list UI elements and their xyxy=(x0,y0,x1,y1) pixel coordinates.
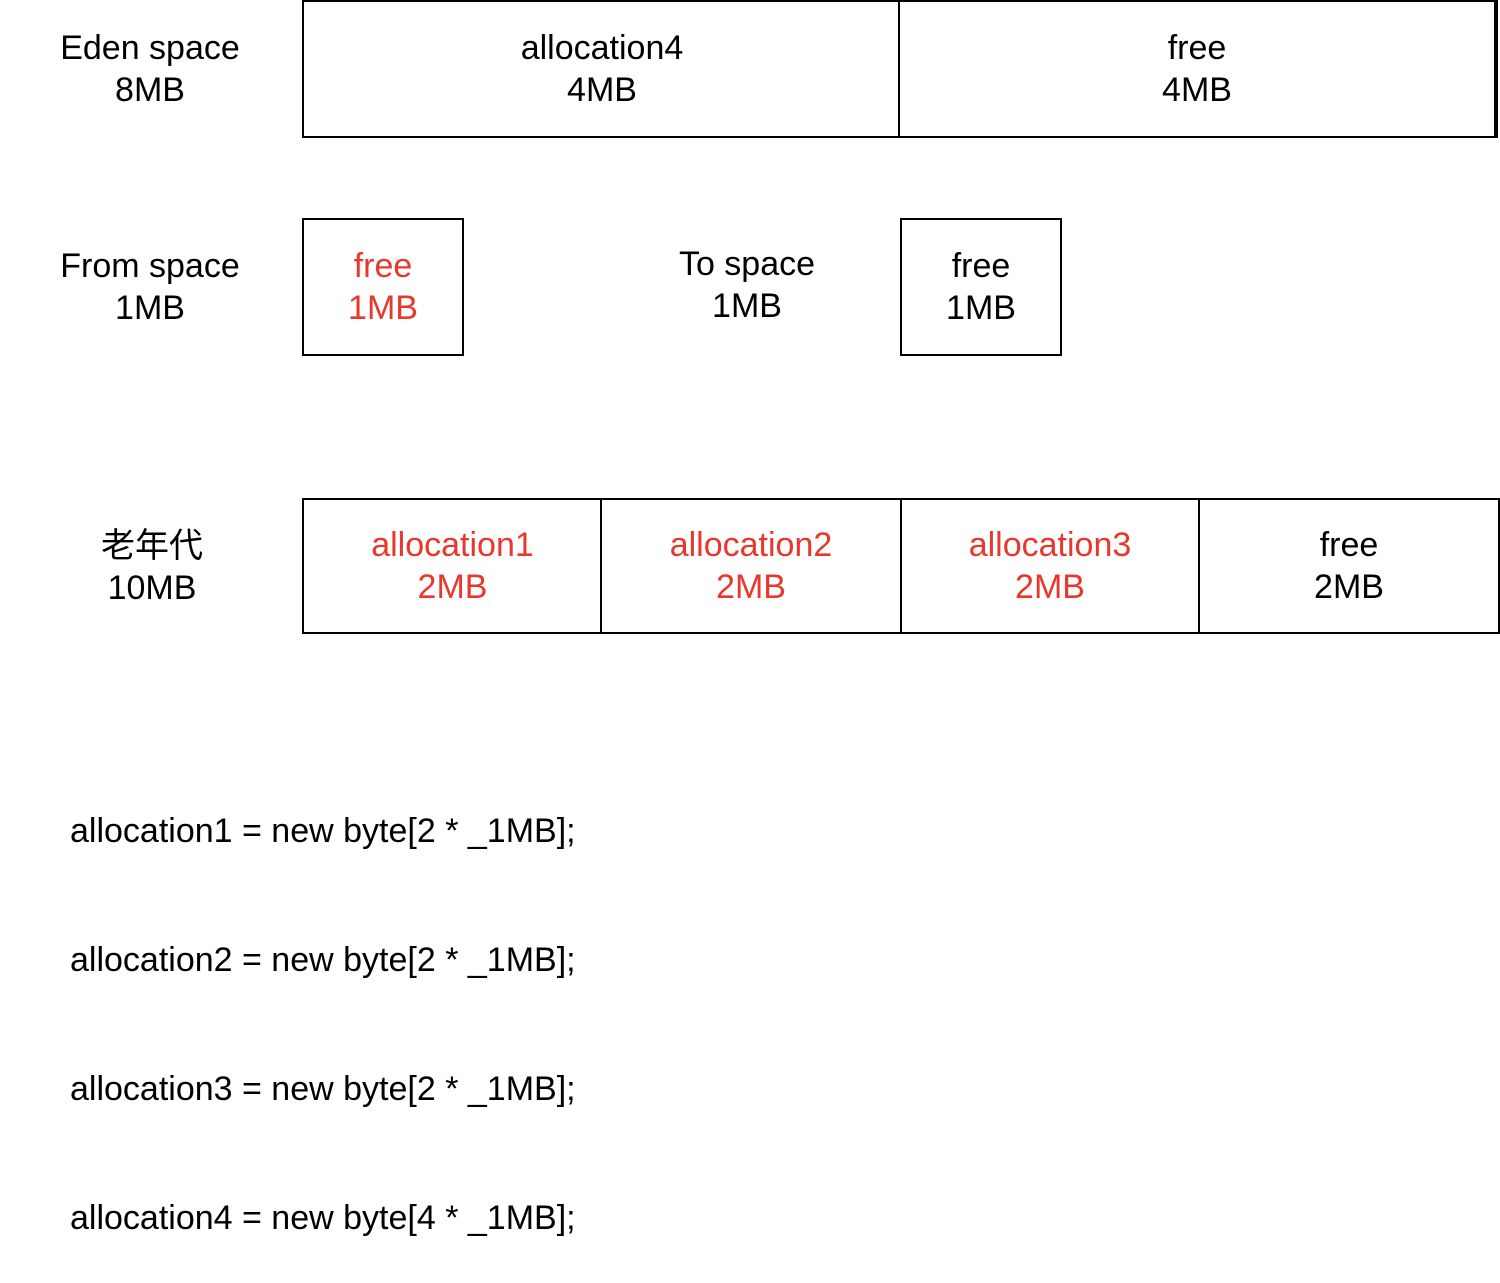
to-space-block-free: free 1MB xyxy=(900,218,1062,356)
to-space-label: To space 1MB xyxy=(637,243,857,327)
eden-space-title: Eden space xyxy=(60,29,240,67)
block-name: allocation1 xyxy=(371,526,534,564)
block-size: 4MB xyxy=(1162,71,1232,109)
from-space-label: From space 1MB xyxy=(40,245,260,329)
eden-block-allocation4: allocation4 4MB xyxy=(302,0,902,138)
code-listing: allocation1 = new byte[2 * _1MB]; alloca… xyxy=(70,724,576,1283)
block-size: 1MB xyxy=(946,289,1016,327)
from-space-size: 1MB xyxy=(115,289,185,327)
from-space-title: From space xyxy=(60,247,240,285)
old-gen-block-allocation2: allocation2 2MB xyxy=(600,498,902,634)
to-space-title: To space xyxy=(678,245,816,283)
to-space-size: 1MB xyxy=(712,287,782,325)
block-name: free xyxy=(353,247,413,285)
eden-space-label: Eden space 8MB xyxy=(40,27,260,111)
block-size: 2MB xyxy=(716,568,786,606)
code-line: allocation2 = new byte[2 * _1MB]; xyxy=(70,941,576,979)
from-space-block-free: free 1MB xyxy=(302,218,464,356)
block-name: free xyxy=(1167,29,1227,67)
old-gen-size: 10MB xyxy=(107,569,197,607)
block-size: 1MB xyxy=(348,289,418,327)
block-size: 4MB xyxy=(567,71,637,109)
block-name: free xyxy=(1319,526,1379,564)
block-size: 2MB xyxy=(417,568,488,606)
old-gen-block-free: free 2MB xyxy=(1198,498,1500,634)
block-size: 2MB xyxy=(1015,568,1085,606)
code-line: allocation1 = new byte[2 * _1MB]; xyxy=(70,812,576,850)
eden-space-size: 8MB xyxy=(115,71,185,109)
block-name: free xyxy=(951,247,1011,285)
old-gen-label: 老年代 10MB xyxy=(42,525,262,609)
block-name: allocation2 xyxy=(669,526,833,564)
block-name: allocation3 xyxy=(968,526,1132,564)
old-gen-block-allocation3: allocation3 2MB xyxy=(900,498,1200,634)
block-name: allocation4 xyxy=(520,29,684,67)
code-line: allocation4 = new byte[4 * _1MB]; xyxy=(70,1199,576,1237)
old-gen-block-allocation1: allocation1 2MB xyxy=(302,498,603,634)
block-size: 2MB xyxy=(1314,568,1384,606)
eden-block-free: free 4MB xyxy=(898,0,1498,138)
code-line: allocation3 = new byte[2 * _1MB]; xyxy=(70,1070,576,1108)
old-gen-title: 老年代 xyxy=(101,526,203,566)
